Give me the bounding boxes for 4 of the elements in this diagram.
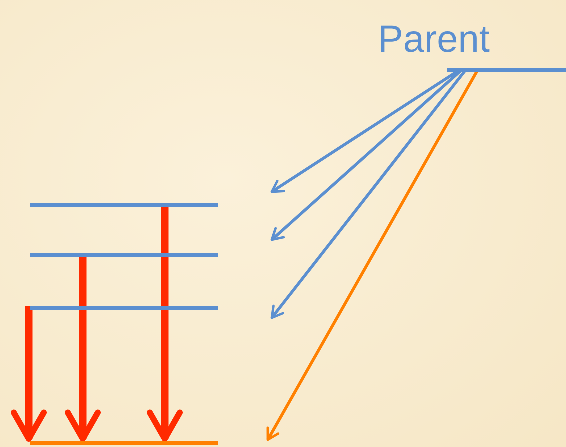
arrow	[266, 69, 480, 442]
arrow	[11, 306, 47, 442]
arrow	[270, 69, 468, 320]
level-label: Parent	[378, 18, 490, 62]
